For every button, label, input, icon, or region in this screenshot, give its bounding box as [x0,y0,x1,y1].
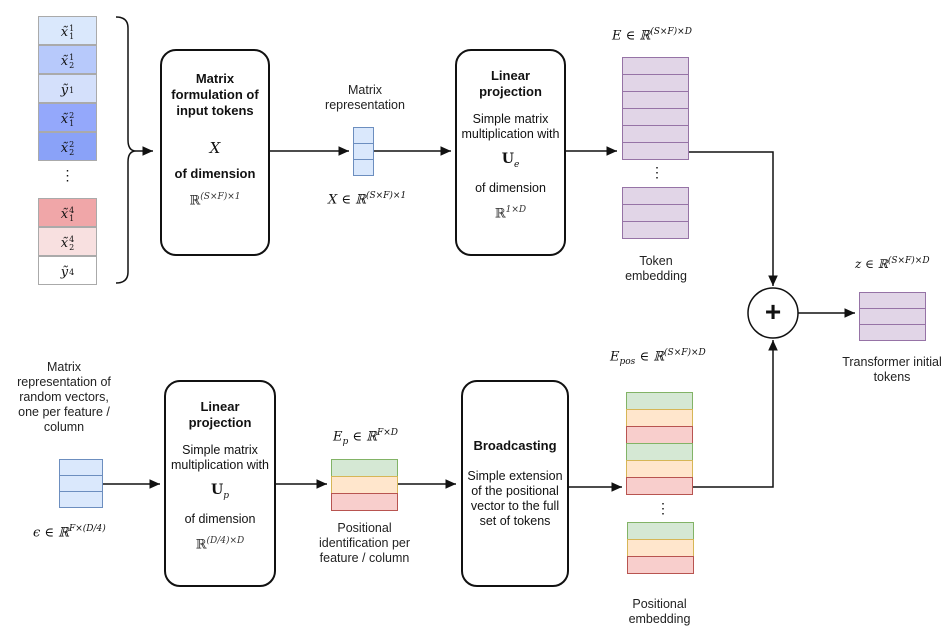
positional-row [627,522,694,540]
transformer-tokens-label: Transformer initial tokens [842,355,942,384]
projection-matrix-symbol: Ue [501,151,520,170]
embedding-row [622,187,689,205]
token-embedding-label: Token embedding [625,254,687,283]
sum-node-circle [747,287,799,339]
embedding-row [859,292,926,309]
positional-row [626,477,693,495]
embedding-row [622,125,689,143]
positional-row [331,476,398,494]
vector-cell [59,491,103,508]
positional-row [331,459,398,477]
matrix-symbol: X [209,139,221,157]
random-vectors-formula: ϵ ∈ ℝF×(D/4) [33,524,106,541]
vector-cell [353,159,374,176]
embedding-row [622,204,689,222]
linear-projection-bottom-box: Linear projection Simple matrix multipli… [164,380,276,587]
embedding-row [859,308,926,325]
matrix-representation-formula: X ∈ ℝ(S×F)×1 [328,191,407,208]
dimension-formula: ℝ1×D [494,204,527,222]
broadcasting-box: Broadcasting Simple extension of the pos… [461,380,569,587]
token-embedding-formula: E ∈ ℝ(S×F)×D [612,27,692,44]
linear-projection-top-box: Linear projection Simple matrix multipli… [455,49,566,256]
dimension-label: of dimension [475,180,546,195]
plus-icon: + [764,296,782,327]
positional-id-formula: Ep ∈ ℝF×D [333,428,398,447]
broadcasting-desc: Simple extension of the positional vecto… [467,469,563,528]
dimension-formula: ℝ(D/4)×D [195,535,245,553]
embedding-row [622,74,689,92]
embedding-row [622,57,689,75]
arrow-posembedding-to-sum [693,340,778,488]
matrix-representation-label: Matrix representation [325,83,405,112]
brace [115,16,137,284]
vector-cell [59,459,103,476]
positional-row [627,539,694,557]
dimension-formula: ℝ(S×F)×1 [189,192,241,209]
positional-embedding-label: Positional embedding [628,597,691,626]
positional-embedding-ellipsis: ⋮ [656,500,670,516]
positional-embedding-formula: Epos ∈ ℝ(S×F)×D [610,348,706,367]
vector-cell [59,475,103,492]
positional-id-label: Positional identification per feature / … [318,521,411,565]
positional-row [626,409,693,427]
transformer-tokens-formula: z ∈ ℝ(S×F)×D [855,256,930,271]
projection-matrix-symbol: Up [211,482,229,501]
token-ellipsis: ⋮ [60,167,75,183]
matrix-formulation-title: Matrix formulation of input tokens [171,71,259,118]
matrix-formulation-box: Matrix formulation of input tokens X of … [160,49,270,256]
embedding-row [622,91,689,109]
positional-row [626,460,693,478]
positional-row [626,426,693,444]
positional-row [626,392,693,410]
random-vectors-label: Matrix representation of random vectors,… [17,360,111,434]
vector-cell [353,127,374,144]
token-embedding-ellipsis: ⋮ [650,164,664,180]
linear-projection-title: Linear projection [479,68,542,99]
positional-row [626,443,693,461]
dimension-label: of dimension [184,511,256,526]
arrow-embedding-to-sum [688,151,778,286]
positional-row [331,493,398,511]
linear-projection-desc: Simple matrix multiplication with [171,443,269,472]
linear-projection-desc: Simple matrix multiplication with [461,112,560,141]
dimension-label: of dimension [174,166,256,181]
embedding-row [622,221,689,239]
positional-row [627,556,694,574]
vector-cell [353,143,374,160]
linear-projection-title: Linear projection [188,399,252,430]
embedding-row [622,108,689,126]
broadcasting-title: Broadcasting [473,438,557,453]
embedding-row [622,142,689,160]
embedding-row [859,324,926,341]
